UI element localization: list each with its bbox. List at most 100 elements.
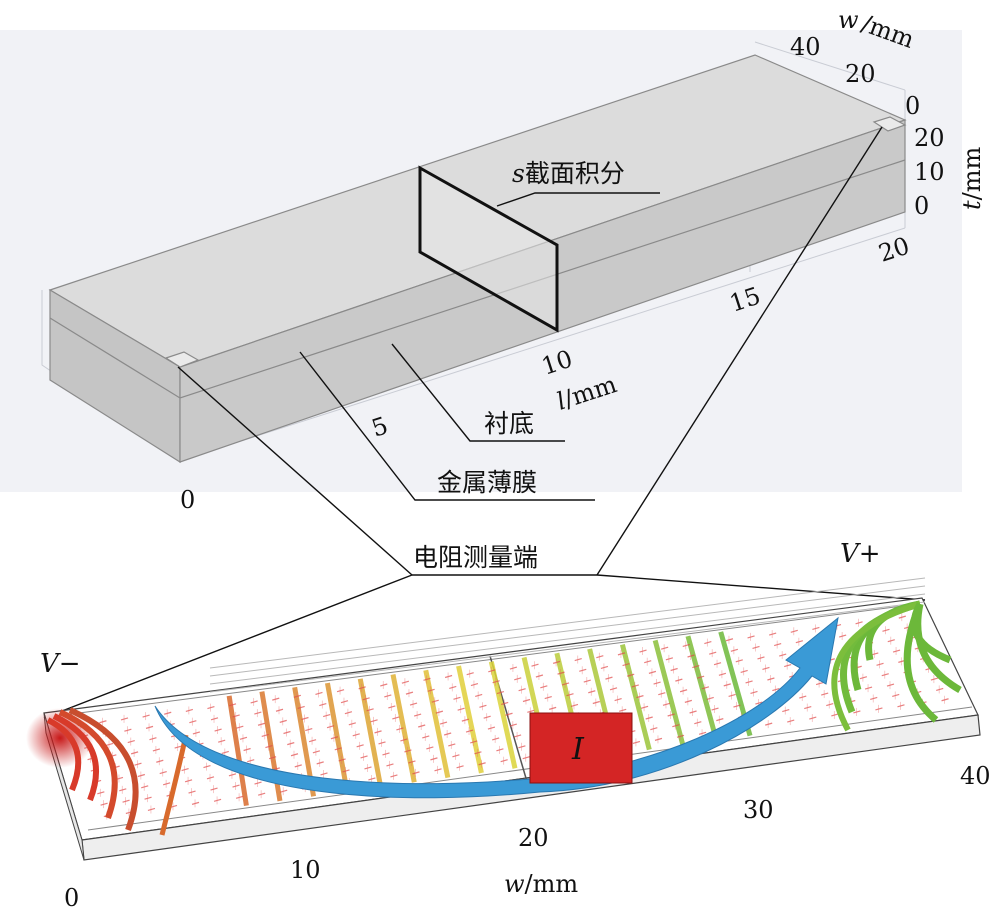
current-density-arrow bbox=[544, 696, 552, 700]
current-density-arrow bbox=[627, 673, 635, 677]
w-axis-var: w bbox=[838, 6, 859, 34]
current-density-arrow bbox=[892, 693, 900, 698]
leader-lines bbox=[43, 126, 926, 719]
bw-axis-label: w/mm bbox=[504, 870, 578, 898]
field-stripe bbox=[423, 669, 451, 779]
current-density-arrow bbox=[159, 770, 167, 775]
current-density-arrow bbox=[654, 737, 663, 741]
current-density-arrow bbox=[622, 662, 630, 667]
field-stripe bbox=[619, 644, 652, 751]
current-density-arrow bbox=[552, 660, 561, 664]
current-density-arrow bbox=[283, 730, 291, 735]
l-tick-0: 0 bbox=[180, 486, 195, 514]
current-density-arrow bbox=[483, 715, 491, 719]
current-density-arrow bbox=[364, 766, 372, 770]
current-density-arrow bbox=[409, 702, 418, 706]
current-density-arrow bbox=[293, 694, 302, 698]
field-stripe bbox=[488, 661, 518, 769]
current-density-arrow bbox=[390, 774, 398, 778]
current-density-arrow bbox=[522, 698, 531, 703]
current-density-arrow bbox=[696, 675, 705, 679]
current-density-arrow bbox=[787, 719, 795, 723]
current-density-arrow bbox=[886, 683, 895, 687]
current-density-arrow bbox=[540, 685, 548, 689]
bw-tick-20: 20 bbox=[518, 824, 549, 852]
current-density-arrow bbox=[164, 711, 172, 715]
current-density-arrow bbox=[713, 662, 722, 666]
current-density-arrow bbox=[434, 768, 442, 772]
current-density-arrow bbox=[426, 746, 434, 750]
current-density-arrow bbox=[392, 716, 400, 720]
current-density-arrow bbox=[191, 801, 200, 805]
current-density-arrow bbox=[566, 693, 574, 697]
current-density-arrow bbox=[294, 764, 302, 768]
current-density-arrow bbox=[326, 725, 335, 729]
current-density-arrow bbox=[449, 685, 457, 689]
current-box bbox=[529, 712, 633, 784]
current-density-arrow bbox=[465, 729, 474, 733]
current-density-arrow bbox=[408, 760, 416, 764]
current-density-arrow bbox=[784, 663, 792, 668]
current-density-arrow bbox=[762, 666, 770, 671]
current-density-arrow bbox=[725, 638, 734, 642]
cross-section-plane bbox=[418, 165, 559, 333]
current-density-arrow bbox=[574, 657, 582, 662]
t-tick-10: 10 bbox=[914, 158, 945, 186]
current-density-arrow bbox=[692, 665, 700, 669]
current-density-arrow bbox=[645, 716, 653, 720]
current-density-arrow bbox=[232, 784, 240, 788]
current-density-arrow bbox=[755, 701, 763, 705]
current-density-arrow bbox=[875, 707, 883, 711]
current-density-arrow bbox=[100, 802, 108, 806]
current-density-arrow bbox=[400, 738, 408, 742]
current-density-arrow bbox=[853, 710, 861, 714]
current-density-arrow bbox=[412, 771, 420, 775]
current-density-arrow bbox=[105, 742, 114, 747]
current-flow-arrow bbox=[154, 616, 839, 799]
current-density-arrow bbox=[864, 686, 873, 690]
current-density-arrow bbox=[356, 744, 364, 748]
current-density-arrow bbox=[492, 680, 500, 684]
current-density-arrow bbox=[396, 727, 404, 731]
current-density-arrow bbox=[213, 798, 222, 802]
current-density-arrow bbox=[145, 725, 154, 729]
current-density-arrow bbox=[735, 659, 743, 663]
current-density-arrow bbox=[767, 677, 775, 681]
current-density-arrow bbox=[488, 669, 496, 673]
current-density-arrow bbox=[774, 643, 782, 647]
current-density-arrow bbox=[887, 639, 895, 643]
current-density-arrow bbox=[265, 744, 273, 749]
current-density-arrow bbox=[348, 722, 356, 726]
current-density-arrow bbox=[352, 733, 360, 737]
current-density-arrow bbox=[479, 704, 487, 708]
current-density-arrow bbox=[588, 690, 596, 694]
v-plus-label: V+ bbox=[840, 539, 881, 569]
current-density-arrow bbox=[254, 711, 262, 715]
current-density-arrow bbox=[323, 714, 331, 718]
current-density-arrow bbox=[711, 707, 719, 711]
current-density-arrow bbox=[579, 668, 587, 672]
current-density-arrow bbox=[795, 640, 804, 644]
current-density-arrow bbox=[360, 755, 368, 759]
current-density-arrow bbox=[152, 748, 161, 752]
current-density-arrow bbox=[730, 648, 739, 652]
film-label: 金属薄膜 bbox=[437, 468, 537, 497]
current-density-arrow bbox=[239, 736, 248, 740]
t-axis-label: t/mm bbox=[958, 147, 986, 211]
current-density-arrow bbox=[366, 708, 374, 712]
current-density-arrow bbox=[812, 626, 820, 631]
current-density-arrow bbox=[97, 791, 105, 795]
current-density-arrow bbox=[718, 672, 727, 676]
current-density-arrow bbox=[243, 747, 251, 752]
current-density-arrow bbox=[413, 713, 422, 717]
bw-tick-0: 0 bbox=[64, 884, 79, 912]
current-density-arrow bbox=[605, 676, 613, 680]
current-density-arrow bbox=[162, 782, 171, 786]
current-density-arrow bbox=[142, 714, 150, 718]
current-density-arrow bbox=[257, 722, 266, 726]
current-density-arrow bbox=[505, 712, 513, 716]
current-density-arrow bbox=[632, 740, 641, 744]
current-density-arrow bbox=[452, 754, 460, 758]
current-density-arrow bbox=[149, 737, 157, 741]
